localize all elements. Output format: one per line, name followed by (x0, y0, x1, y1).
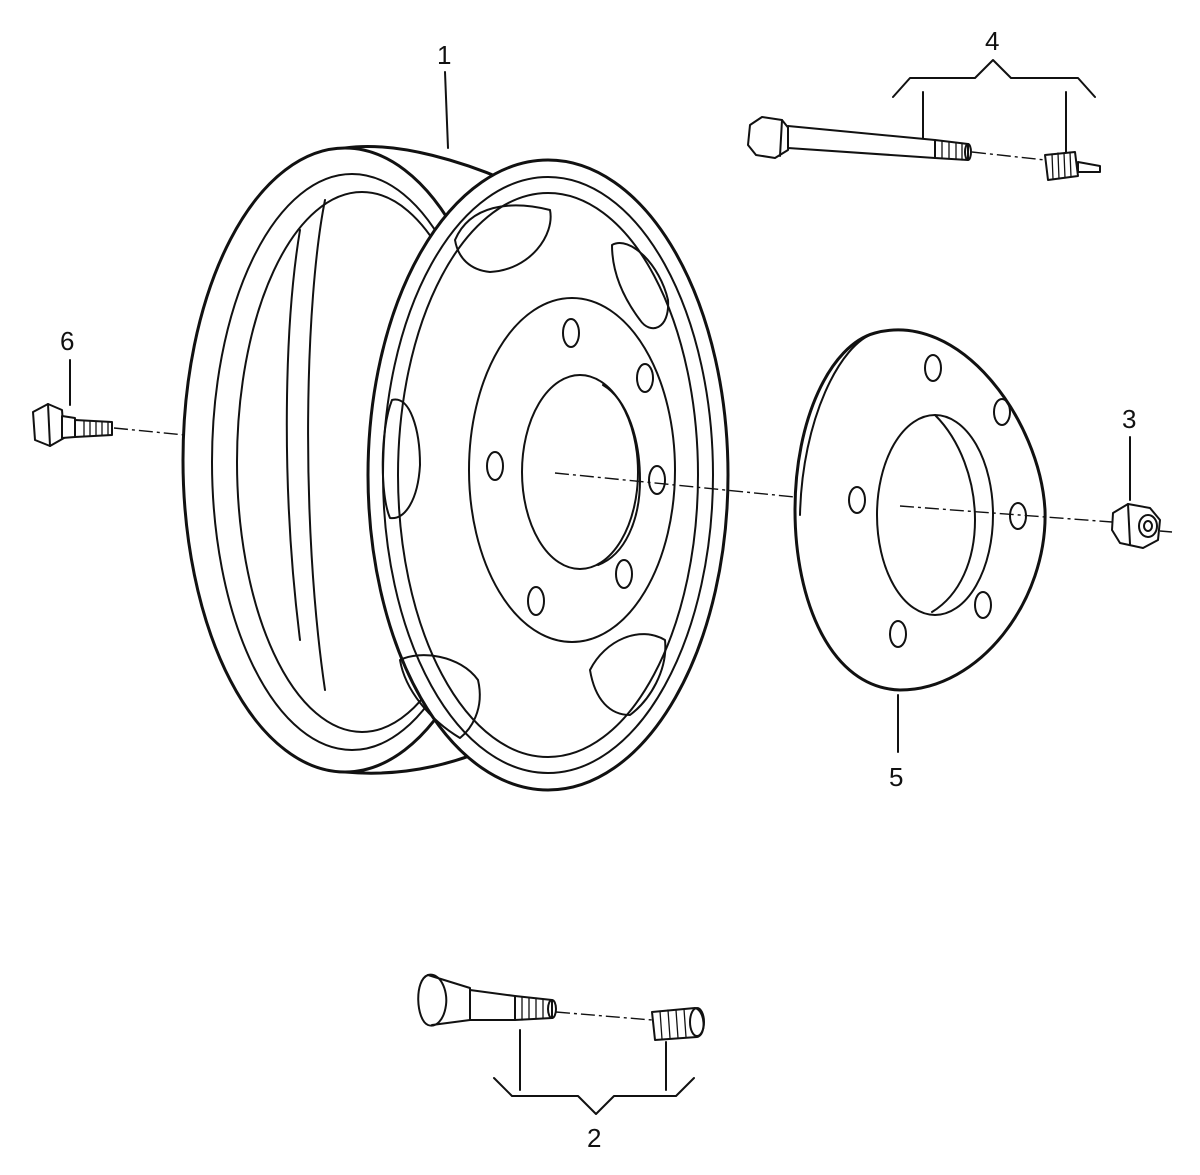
callout-5: 5 (889, 762, 903, 792)
wheel-bolt (32, 403, 113, 447)
wheel-nut (1111, 503, 1161, 549)
callout-6: 6 (60, 326, 74, 356)
callout-3: 3 (1122, 404, 1136, 434)
valve-cap-top (1044, 151, 1101, 181)
bracket-2 (493, 1077, 695, 1115)
callout-labels: 1 2 3 4 5 6 (60, 26, 1136, 1153)
leader-lines (69, 59, 1131, 1115)
assembly-axes (113, 151, 1173, 1021)
valve-cap-bottom (651, 1007, 705, 1041)
callout-2: 2 (587, 1123, 601, 1153)
spacer-disc (793, 328, 1047, 692)
valve-stem-bottom (417, 973, 557, 1027)
wheel-rim (181, 144, 730, 792)
callout-1: 1 (437, 40, 451, 70)
leader-1 (444, 71, 449, 149)
valve-stem-top (747, 116, 972, 161)
callout-4: 4 (985, 26, 999, 56)
bracket-4 (892, 59, 1096, 98)
